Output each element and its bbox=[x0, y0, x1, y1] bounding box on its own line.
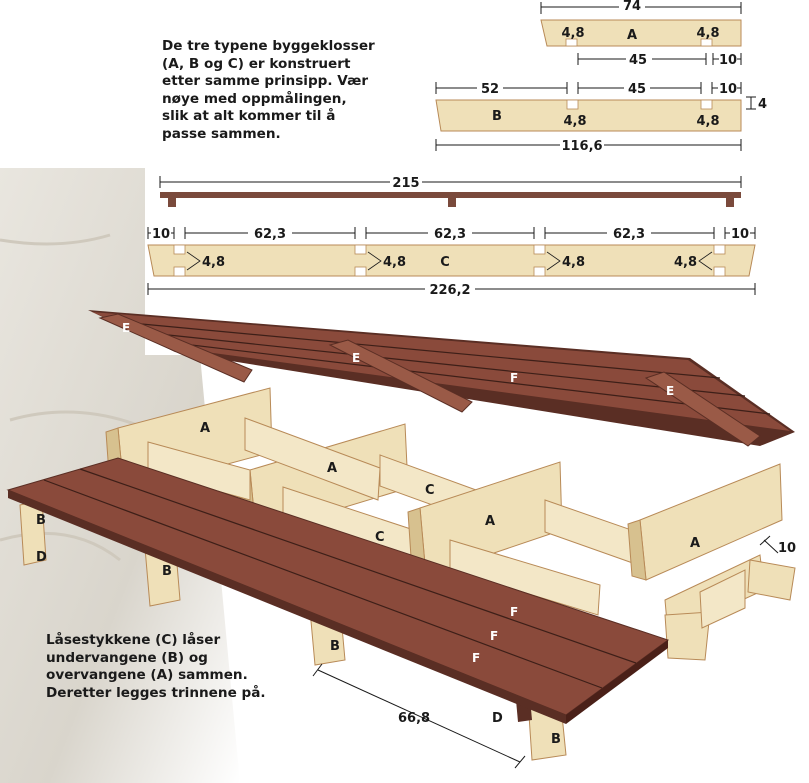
c-notch-1: 4,8 bbox=[202, 255, 225, 270]
c-length: 226,2 bbox=[429, 283, 470, 298]
label-b4: B bbox=[551, 732, 561, 747]
label-e1: E bbox=[122, 321, 130, 335]
b-end: 10 bbox=[719, 82, 737, 97]
b-start: 52 bbox=[481, 82, 499, 97]
a-end: 10 bbox=[719, 53, 737, 68]
c-notch-2: 4,8 bbox=[383, 255, 406, 270]
piece-b: 52 45 10 4 B 4,8 4,8 116,6 bbox=[435, 81, 767, 154]
c-label: C bbox=[440, 255, 450, 270]
label-b1: B bbox=[36, 513, 46, 528]
b-spacing: 45 bbox=[628, 82, 646, 97]
a-notch-dim: 4,8 bbox=[561, 26, 584, 41]
assembly-labels: E E E F F F F A A A A C C B B B B D D bbox=[36, 321, 700, 747]
piece-c: 10 62,3 62,3 62,3 10 4,8 4,8 4,8 4,8 C 2… bbox=[147, 226, 756, 298]
label-d2: D bbox=[492, 711, 503, 726]
rail-215: 215 bbox=[159, 175, 742, 207]
a-length: 74 bbox=[623, 0, 641, 14]
upper-step-assembly bbox=[88, 310, 795, 447]
c-end-left: 10 bbox=[152, 227, 170, 242]
dim-width: 66,8 bbox=[312, 663, 526, 769]
c-end-right: 10 bbox=[731, 227, 749, 242]
label-c1: C bbox=[425, 483, 435, 498]
intro-text: De tre typene byggeklosser (A, B og C) e… bbox=[162, 38, 375, 142]
b-label: B bbox=[492, 109, 502, 124]
c-seg3: 62,3 bbox=[613, 227, 645, 242]
label-b3: B bbox=[330, 639, 340, 654]
label-b2: B bbox=[162, 564, 172, 579]
b-notch-dim: 4,8 bbox=[563, 114, 586, 129]
a-notch-dim-right: 4,8 bbox=[696, 26, 719, 41]
label-a2: A bbox=[327, 461, 337, 476]
label-a3: A bbox=[485, 514, 495, 529]
rail-length: 215 bbox=[392, 176, 419, 191]
dim-depth: 10 bbox=[759, 535, 796, 556]
front-step bbox=[6, 457, 670, 724]
note-text: Låsestykkene (C) låser undervangene (B) … bbox=[46, 632, 266, 701]
frame-assembly bbox=[19, 387, 796, 761]
b-length: 116,6 bbox=[561, 139, 602, 154]
c-notch-4: 4,8 bbox=[674, 255, 697, 270]
dim-width-value: 66,8 bbox=[398, 711, 430, 726]
label-f2: F bbox=[490, 629, 498, 643]
label-e2: E bbox=[352, 351, 360, 365]
label-f3: F bbox=[472, 651, 480, 665]
c-seg2: 62,3 bbox=[434, 227, 466, 242]
a-label: A bbox=[627, 28, 637, 43]
label-a4: A bbox=[690, 536, 700, 551]
label-d1: D bbox=[36, 550, 47, 565]
dim-depth-value: 10 bbox=[778, 541, 796, 556]
label-c2: C bbox=[375, 530, 385, 545]
label-e3: E bbox=[666, 384, 674, 398]
label-f1: F bbox=[510, 605, 518, 619]
label-a1: A bbox=[200, 421, 210, 436]
a-spacing: 45 bbox=[629, 53, 647, 68]
label-f-top: F bbox=[510, 371, 518, 385]
c-seg1: 62,3 bbox=[254, 227, 286, 242]
c-notch-3: 4,8 bbox=[562, 255, 585, 270]
b-height: 4 bbox=[758, 97, 767, 112]
b-notch-dim-right: 4,8 bbox=[696, 114, 719, 129]
piece-a: 74 4,8 4,8 A 45 10 bbox=[540, 0, 742, 68]
